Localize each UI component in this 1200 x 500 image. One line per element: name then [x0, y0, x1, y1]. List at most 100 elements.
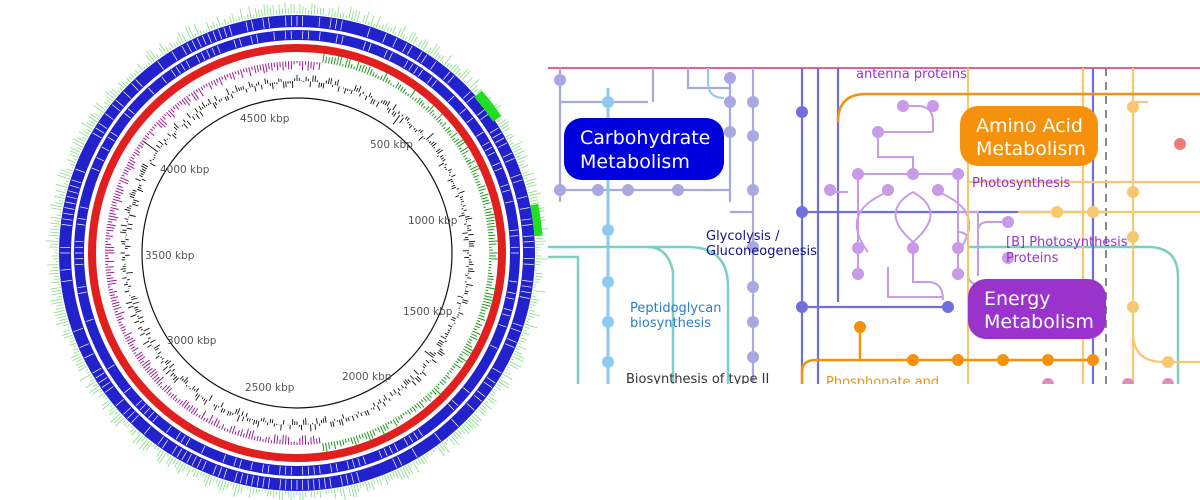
gc-content-bar	[332, 421, 335, 428]
gc-content-bar	[220, 98, 223, 101]
cds-gap	[123, 91, 132, 99]
cds-gap	[131, 83, 139, 91]
outer-tick	[530, 202, 540, 205]
gc-content-bar	[464, 292, 468, 295]
cds-gap	[262, 477, 265, 488]
cds-gap	[523, 263, 534, 265]
cds-gap-inner	[413, 66, 419, 74]
gc-skew-bar	[130, 346, 136, 350]
outer-tick	[210, 25, 213, 30]
gc-content-bar	[451, 174, 456, 178]
cds-gap	[279, 479, 281, 490]
gc-content-bar	[421, 371, 427, 376]
cds-gap	[157, 436, 164, 445]
gc-skew-bar	[379, 75, 383, 81]
gc-content-bar	[330, 78, 333, 85]
gc-skew-bar	[465, 343, 473, 348]
gc-content-bar	[407, 121, 410, 124]
gc-skew-bar	[310, 437, 312, 445]
outer-tick	[89, 376, 93, 379]
outer-tick	[490, 393, 494, 397]
outer-tick	[477, 408, 486, 416]
carbohydrate-metabolism-box[interactable]: Carbohydrate Metabolism	[564, 118, 724, 180]
gc-skew-bar	[118, 182, 121, 185]
cds-gap-inner	[185, 60, 191, 68]
cds-gap	[329, 477, 332, 488]
cds-gap-inner	[448, 404, 455, 411]
gc-skew-bar	[382, 72, 388, 82]
outer-tick	[529, 309, 535, 312]
gc-content-bar	[226, 95, 230, 101]
gc-skew-bar	[441, 378, 447, 384]
cds-gap	[489, 127, 499, 134]
gc-skew-bar	[166, 387, 172, 395]
gc-content-bar	[368, 92, 372, 97]
gc-content-bar	[132, 301, 140, 305]
outer-tick	[529, 192, 542, 197]
gc-content-bar	[129, 195, 135, 199]
cds-gap-inner	[484, 146, 493, 152]
gc-skew-bar	[109, 290, 118, 294]
outer-tick	[364, 12, 370, 25]
gc-content-bar	[359, 93, 362, 97]
gc-skew-bar	[477, 185, 486, 189]
outer-tick	[526, 318, 531, 320]
outer-tick	[397, 28, 402, 37]
cds-gap	[466, 403, 475, 411]
gc-skew-bar	[469, 335, 478, 341]
outer-tick	[520, 337, 528, 341]
gc-content-bar	[433, 352, 437, 355]
cds-gap	[356, 471, 360, 482]
outer-tick	[331, 8, 334, 17]
outer-tick	[498, 381, 510, 389]
gc-skew-bar	[108, 218, 117, 221]
cds-gap-inner	[161, 76, 167, 84]
gc-skew-bar	[481, 199, 489, 203]
gc-content-bar	[364, 95, 368, 101]
gc-skew-bar	[234, 431, 237, 435]
outer-tick	[90, 113, 99, 120]
label-biosynthesis-type-ii: Biosynthesis of type II	[626, 372, 769, 384]
energy-metabolism-box[interactable]: Energy Metabolism	[968, 279, 1106, 339]
cds-gap-inner	[239, 38, 242, 47]
outer-tick	[215, 478, 219, 483]
outer-tick	[175, 41, 179, 46]
gc-content-bar	[406, 117, 410, 122]
outer-tick	[86, 371, 90, 374]
outer-tick	[513, 148, 523, 153]
cds-gap	[162, 439, 169, 449]
outer-tick	[98, 393, 104, 398]
gc-content-bar	[150, 339, 156, 344]
gc-skew-bar	[190, 407, 196, 414]
gc-content-bar	[452, 316, 457, 320]
gc-content-bar	[137, 326, 142, 330]
cds-gap	[127, 411, 135, 419]
carbohydrate-box-line1: Carbohydrate	[580, 127, 710, 149]
cds-gap-inner	[509, 229, 518, 231]
outer-tick	[367, 481, 371, 489]
outer-tick	[252, 14, 255, 18]
gc-skew-bar	[358, 64, 362, 72]
gc-skew-bar	[353, 66, 355, 70]
outer-tick	[132, 433, 142, 444]
gc-content-bar	[161, 357, 164, 360]
gc-content-bar	[226, 410, 230, 416]
gc-skew-bar	[484, 295, 493, 298]
cds-gap	[324, 478, 326, 489]
amino-acid-metabolism-box[interactable]: Amino Acid Metabolism	[960, 106, 1098, 166]
outer-tick	[422, 455, 428, 463]
gc-skew-bar	[473, 328, 478, 331]
outer-tick	[192, 469, 197, 477]
outer-tick	[375, 16, 381, 28]
outer-tick	[202, 473, 205, 477]
label-glycolysis-2: Gluconeogenesis	[706, 244, 817, 259]
outer-tick	[518, 342, 522, 345]
gc-skew-bar	[195, 413, 199, 417]
gc-content-bar	[138, 184, 142, 187]
gc-content-bar	[327, 78, 330, 84]
gc-content-bar	[457, 314, 460, 316]
outer-tick	[185, 27, 192, 39]
gc-skew-bar	[484, 211, 492, 214]
gc-skew-bar	[133, 151, 140, 157]
gc-content-bar	[431, 142, 437, 147]
